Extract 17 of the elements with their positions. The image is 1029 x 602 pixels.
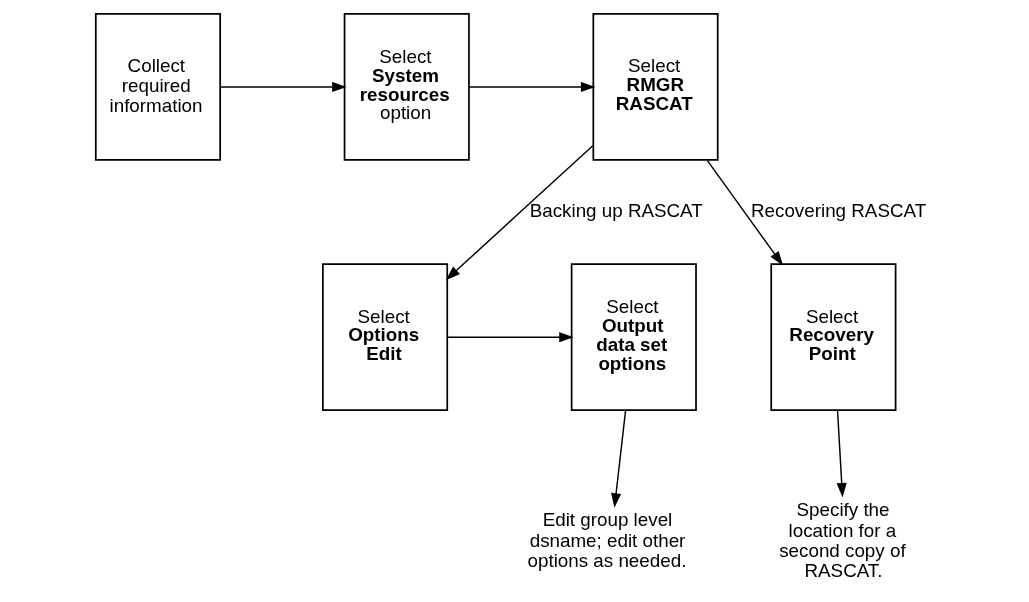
node-text: Edit group level dsname; edit other options as needed. [527, 509, 687, 571]
node-box: Select System resources option [343, 13, 470, 161]
node-box: Select Options Edit [322, 263, 449, 412]
arrow [836, 409, 847, 498]
node-box: Collect required information [94, 13, 222, 161]
node-box: Select Output data set options [570, 263, 697, 412]
edge-label: Recovering RASCAT [750, 199, 927, 221]
arrow [219, 81, 347, 92]
arrow [446, 332, 574, 343]
node-box: Select Recovery Point [770, 263, 897, 412]
edge-label: Backing up RASCAT [529, 199, 703, 221]
arrow [468, 81, 596, 92]
arrow [445, 145, 594, 281]
arrow [611, 409, 627, 508]
node-box: Select RMGR RASCAT [592, 13, 719, 161]
arrow [706, 159, 783, 266]
node-text: Specify the location for a second copy of RASCAT. [779, 499, 906, 582]
